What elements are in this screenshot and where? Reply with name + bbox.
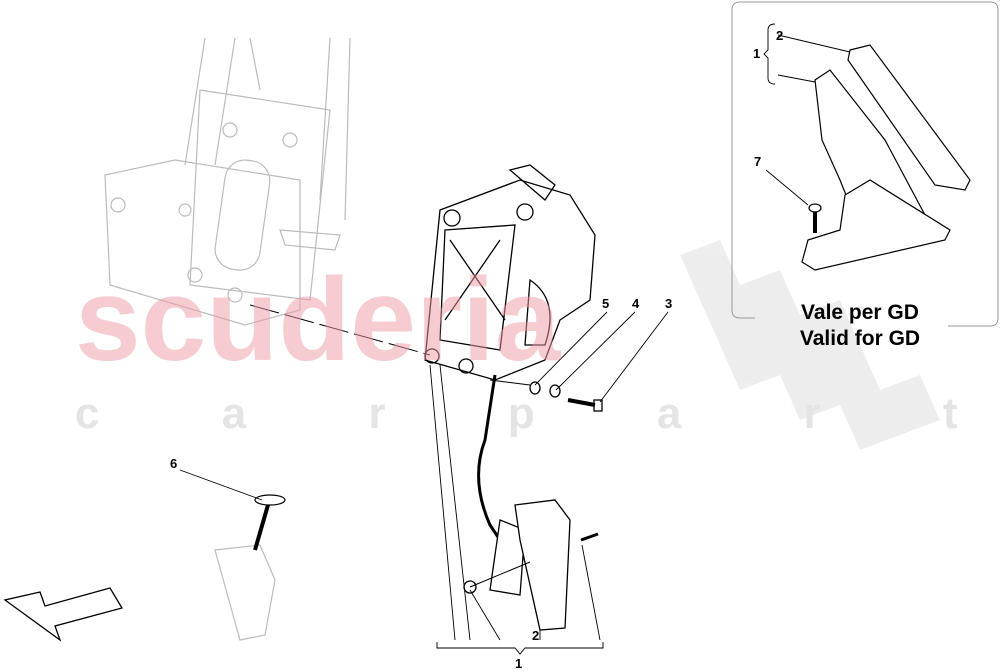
inset-panel: 2 1 7	[731, 1, 999, 327]
label-6: 6	[170, 456, 177, 471]
label-4: 4	[632, 296, 640, 311]
label-2: 2	[532, 628, 539, 643]
inset-label-7: 7	[754, 154, 761, 169]
alignment-line	[249, 304, 431, 356]
watermark-brand: scuderia	[75, 254, 562, 386]
arrow-direction-icon	[3, 587, 124, 642]
leader-lines	[179, 311, 669, 655]
checker-watermark	[680, 240, 940, 450]
background-bracket	[104, 37, 351, 326]
note-line-1: Vale per GD	[801, 301, 919, 324]
label-5: 5	[602, 296, 609, 311]
pedal-stop	[214, 494, 286, 641]
note-line-2: Valid for GD	[799, 327, 921, 350]
label-1: 1	[515, 656, 522, 671]
pedal-assembly	[424, 164, 603, 631]
inset-label-1: 1	[753, 46, 760, 61]
watermark-sub: c a r p a r t s	[75, 389, 1000, 438]
inset-label-2: 2	[776, 28, 783, 43]
inset-note: Vale per GD Valid for GD	[760, 300, 960, 352]
label-3: 3	[665, 296, 672, 311]
